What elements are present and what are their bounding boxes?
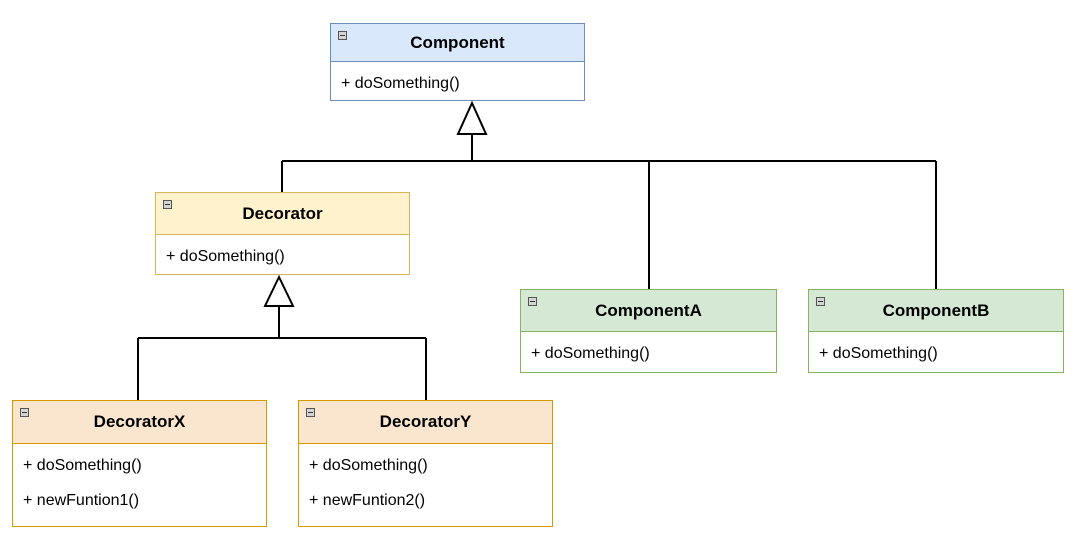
collapse-minus-icon[interactable] (816, 297, 825, 306)
class-header: ComponentA (521, 290, 776, 332)
class-name: DecoratorX (93, 412, 186, 431)
collapse-minus-icon[interactable] (20, 408, 29, 417)
method: + doSomething() (341, 75, 460, 92)
class-members: + doSomething() + newFuntion2() (299, 456, 552, 511)
class-name: ComponentB (882, 300, 990, 320)
method: + doSomething() (531, 345, 650, 362)
method: + newFuntion2() (309, 492, 426, 509)
class-componentb[interactable]: ComponentB + doSomething() (808, 289, 1064, 373)
inheritance-arrow-component (456, 100, 488, 135)
class-decorator[interactable]: Decorator + doSomething() (155, 192, 410, 275)
class-members: + doSomething() (331, 74, 584, 94)
collapse-minus-icon[interactable] (338, 31, 347, 40)
method: + newFuntion1() (23, 492, 140, 509)
class-component[interactable]: Component + doSomething() (330, 23, 585, 101)
class-decoratorx[interactable]: DecoratorX + doSomething() + newFuntion1… (12, 400, 267, 527)
class-name: Component (410, 32, 505, 52)
class-header: Decorator (156, 193, 409, 235)
class-header: Component (331, 24, 584, 62)
method: + doSomething() (23, 457, 142, 474)
class-header: DecoratorY (299, 401, 552, 444)
class-members: + doSomething() (156, 247, 409, 267)
class-members: + doSomething() (521, 344, 776, 364)
collapse-minus-icon[interactable] (306, 408, 315, 417)
method: + doSomething() (166, 248, 285, 265)
class-name: DecoratorY (379, 412, 472, 431)
collapse-minus-icon[interactable] (528, 297, 537, 306)
class-decoratory[interactable]: DecoratorY + doSomething() + newFuntion2… (298, 400, 553, 527)
class-header: ComponentB (809, 290, 1063, 332)
class-componenta[interactable]: ComponentA + doSomething() (520, 289, 777, 373)
class-header: DecoratorX (13, 401, 266, 444)
collapse-minus-icon[interactable] (163, 200, 172, 209)
method: + doSomething() (819, 345, 938, 362)
method: + doSomething() (309, 457, 428, 474)
class-name: Decorator (242, 203, 323, 223)
inheritance-arrow-decorator (263, 274, 295, 307)
class-members: + doSomething() + newFuntion1() (13, 456, 266, 511)
class-members: + doSomething() (809, 344, 1063, 364)
class-name: ComponentA (595, 300, 702, 320)
